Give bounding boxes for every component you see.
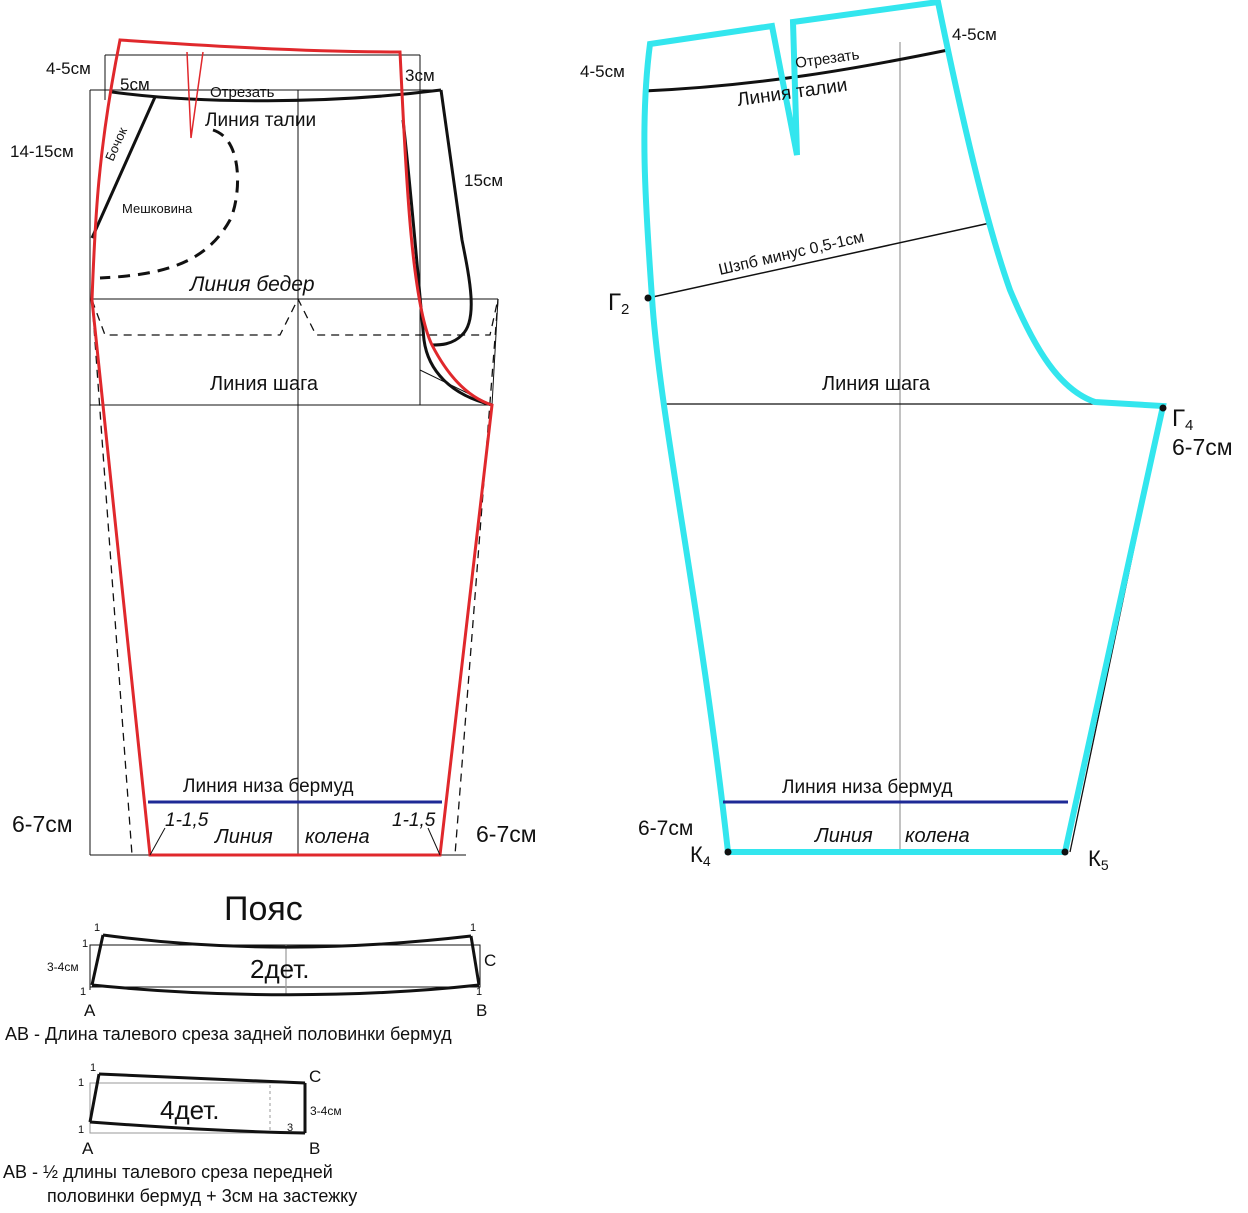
label-shzpb: Шзпб минус 0,5-1см — [717, 229, 866, 279]
label-g4: Г4 — [1172, 405, 1193, 434]
belt-title: Пояс — [224, 890, 303, 928]
back-belt-point-b: B — [476, 1001, 487, 1020]
label-crotch-line: Линия шага — [210, 373, 319, 395]
label-5cm: 5см — [120, 75, 150, 94]
back-belt-one-bottom-left: 1 — [80, 986, 86, 998]
back-piece-outline — [431, 89, 473, 347]
pocket-bag-dashed — [99, 128, 240, 280]
hem-tick-left — [149, 827, 166, 856]
front-belt-piece — [88, 1072, 307, 1135]
back-belt-top-curve — [102, 933, 472, 949]
point-g4-marker — [1159, 404, 1167, 412]
front-belt-bottom-edge — [89, 1120, 306, 1135]
label-cut: Отрезать — [210, 84, 275, 101]
front-belt-label: 4дет. — [160, 1095, 219, 1125]
label-back-6-7-left: 6-7см — [638, 817, 693, 840]
label-left-6-7: 6-7см — [12, 811, 73, 837]
back-belt-height: 3-4см — [47, 960, 79, 974]
front-belt-one-left: 1 — [78, 1077, 84, 1089]
waist-curve — [111, 88, 442, 103]
back-pattern: 4-5см 4-5см Отрезать Линия талии Шзпб ми… — [580, 0, 1233, 873]
back-belt-one-left: 1 — [82, 938, 88, 950]
back-waist-line — [643, 48, 949, 93]
front-belt-height: 3-4см — [310, 1104, 342, 1118]
label-15cm: 15см — [464, 171, 503, 190]
label-pocket-bag: Мешковина — [122, 201, 193, 216]
label-right-1-15: 1-1,5 — [392, 810, 436, 831]
back-belt-left-edge — [90, 934, 105, 986]
back-belt-point-a: A — [84, 1001, 96, 1020]
front-red-outline — [90, 38, 494, 857]
front-belt-one-bottom-left: 1 — [78, 1124, 84, 1136]
back-guides — [643, 42, 1164, 855]
label-bermuda-hem: Линия низа бермуд — [183, 776, 353, 797]
back-belt-one-bottom-right: 1 — [476, 986, 482, 998]
front-pattern: 4-5см 5см Отрезать 3см Линия талии Бочок… — [10, 38, 537, 857]
label-3cm: 3см — [405, 66, 435, 85]
right-dashed-leg — [454, 298, 499, 856]
belt-section: Пояс 2дет. 3-4см A B C 1 1 1 1 1 АВ - Дл… — [3, 890, 496, 1206]
label-k5: К5 — [1088, 846, 1109, 873]
front-belt-top-edge — [98, 1072, 306, 1085]
label-knee-a: Линия — [213, 826, 273, 848]
label-hip-line: Линия бедер — [188, 273, 315, 296]
label-14-15: 14-15см — [10, 142, 74, 161]
pocket-opening-line — [90, 96, 157, 239]
label-g2: Г2 — [608, 289, 629, 318]
label-back-knee-a: Линия — [813, 825, 873, 847]
label-back-crotch-line: Линия шага — [822, 373, 931, 395]
dashed-back-outline — [91, 297, 499, 856]
waist-band — [111, 88, 493, 407]
construction-grid — [89, 54, 499, 856]
label-right-6-7: 6-7см — [476, 821, 537, 847]
front-belt-point-a: A — [82, 1139, 94, 1158]
left-dashed-leg — [91, 299, 133, 856]
front-belt-three: 3 — [287, 1122, 293, 1134]
label-side-pocket: Бочок — [102, 125, 130, 164]
hip-dashed-line — [91, 297, 499, 336]
label-back-right-4-5: 4-5см — [952, 25, 997, 44]
front-belt-one-top-left: 1 — [90, 1062, 96, 1074]
back-belt-point-c: C — [484, 951, 496, 970]
hem-tick-right — [427, 827, 441, 856]
back-belt-piece — [89, 933, 481, 997]
back-cyan-outline — [641, 0, 1167, 855]
back-belt-right-edge — [469, 935, 481, 986]
back-belt-label: 2дет. — [250, 954, 309, 984]
label-back-knee-b: колена — [905, 825, 970, 847]
back-belt-bottom-curve — [91, 983, 480, 997]
front-dart — [186, 51, 204, 139]
back-belt-one-top-right: 1 — [470, 922, 476, 934]
pocket — [90, 96, 240, 280]
front-belt-note-line2: половинки бермуд + 3см на застежку — [47, 1186, 357, 1206]
back-hip-width-line — [647, 222, 991, 299]
front-belt-left-edge — [88, 1073, 101, 1123]
front-belt-point-b: B — [309, 1139, 320, 1158]
label-waist-line: Линия талии — [205, 110, 316, 131]
label-back-left-4-5: 4-5см — [580, 62, 625, 81]
label-knee-b: колена — [305, 826, 370, 848]
point-k4-marker — [724, 848, 732, 856]
front-belt-note-line1: АВ - ½ длины талевого среза передней — [3, 1162, 333, 1182]
label-k4: К4 — [690, 842, 711, 869]
label-back-6-7-right: 6-7см — [1172, 434, 1233, 460]
label-back-bermuda-hem: Линия низа бермуд — [782, 777, 952, 798]
front-outline — [90, 38, 494, 857]
front-belt-point-c: C — [309, 1067, 321, 1086]
label-waist-drop: 4-5см — [46, 59, 91, 78]
front-rise-black — [401, 119, 493, 407]
label-left-1-15: 1-1,5 — [165, 810, 209, 831]
point-g2-marker — [644, 294, 652, 302]
back-belt-one-top-left: 1 — [94, 922, 100, 934]
point-k5-marker — [1061, 848, 1069, 856]
back-belt-note: АВ - Длина талевого среза задней половин… — [5, 1024, 452, 1044]
